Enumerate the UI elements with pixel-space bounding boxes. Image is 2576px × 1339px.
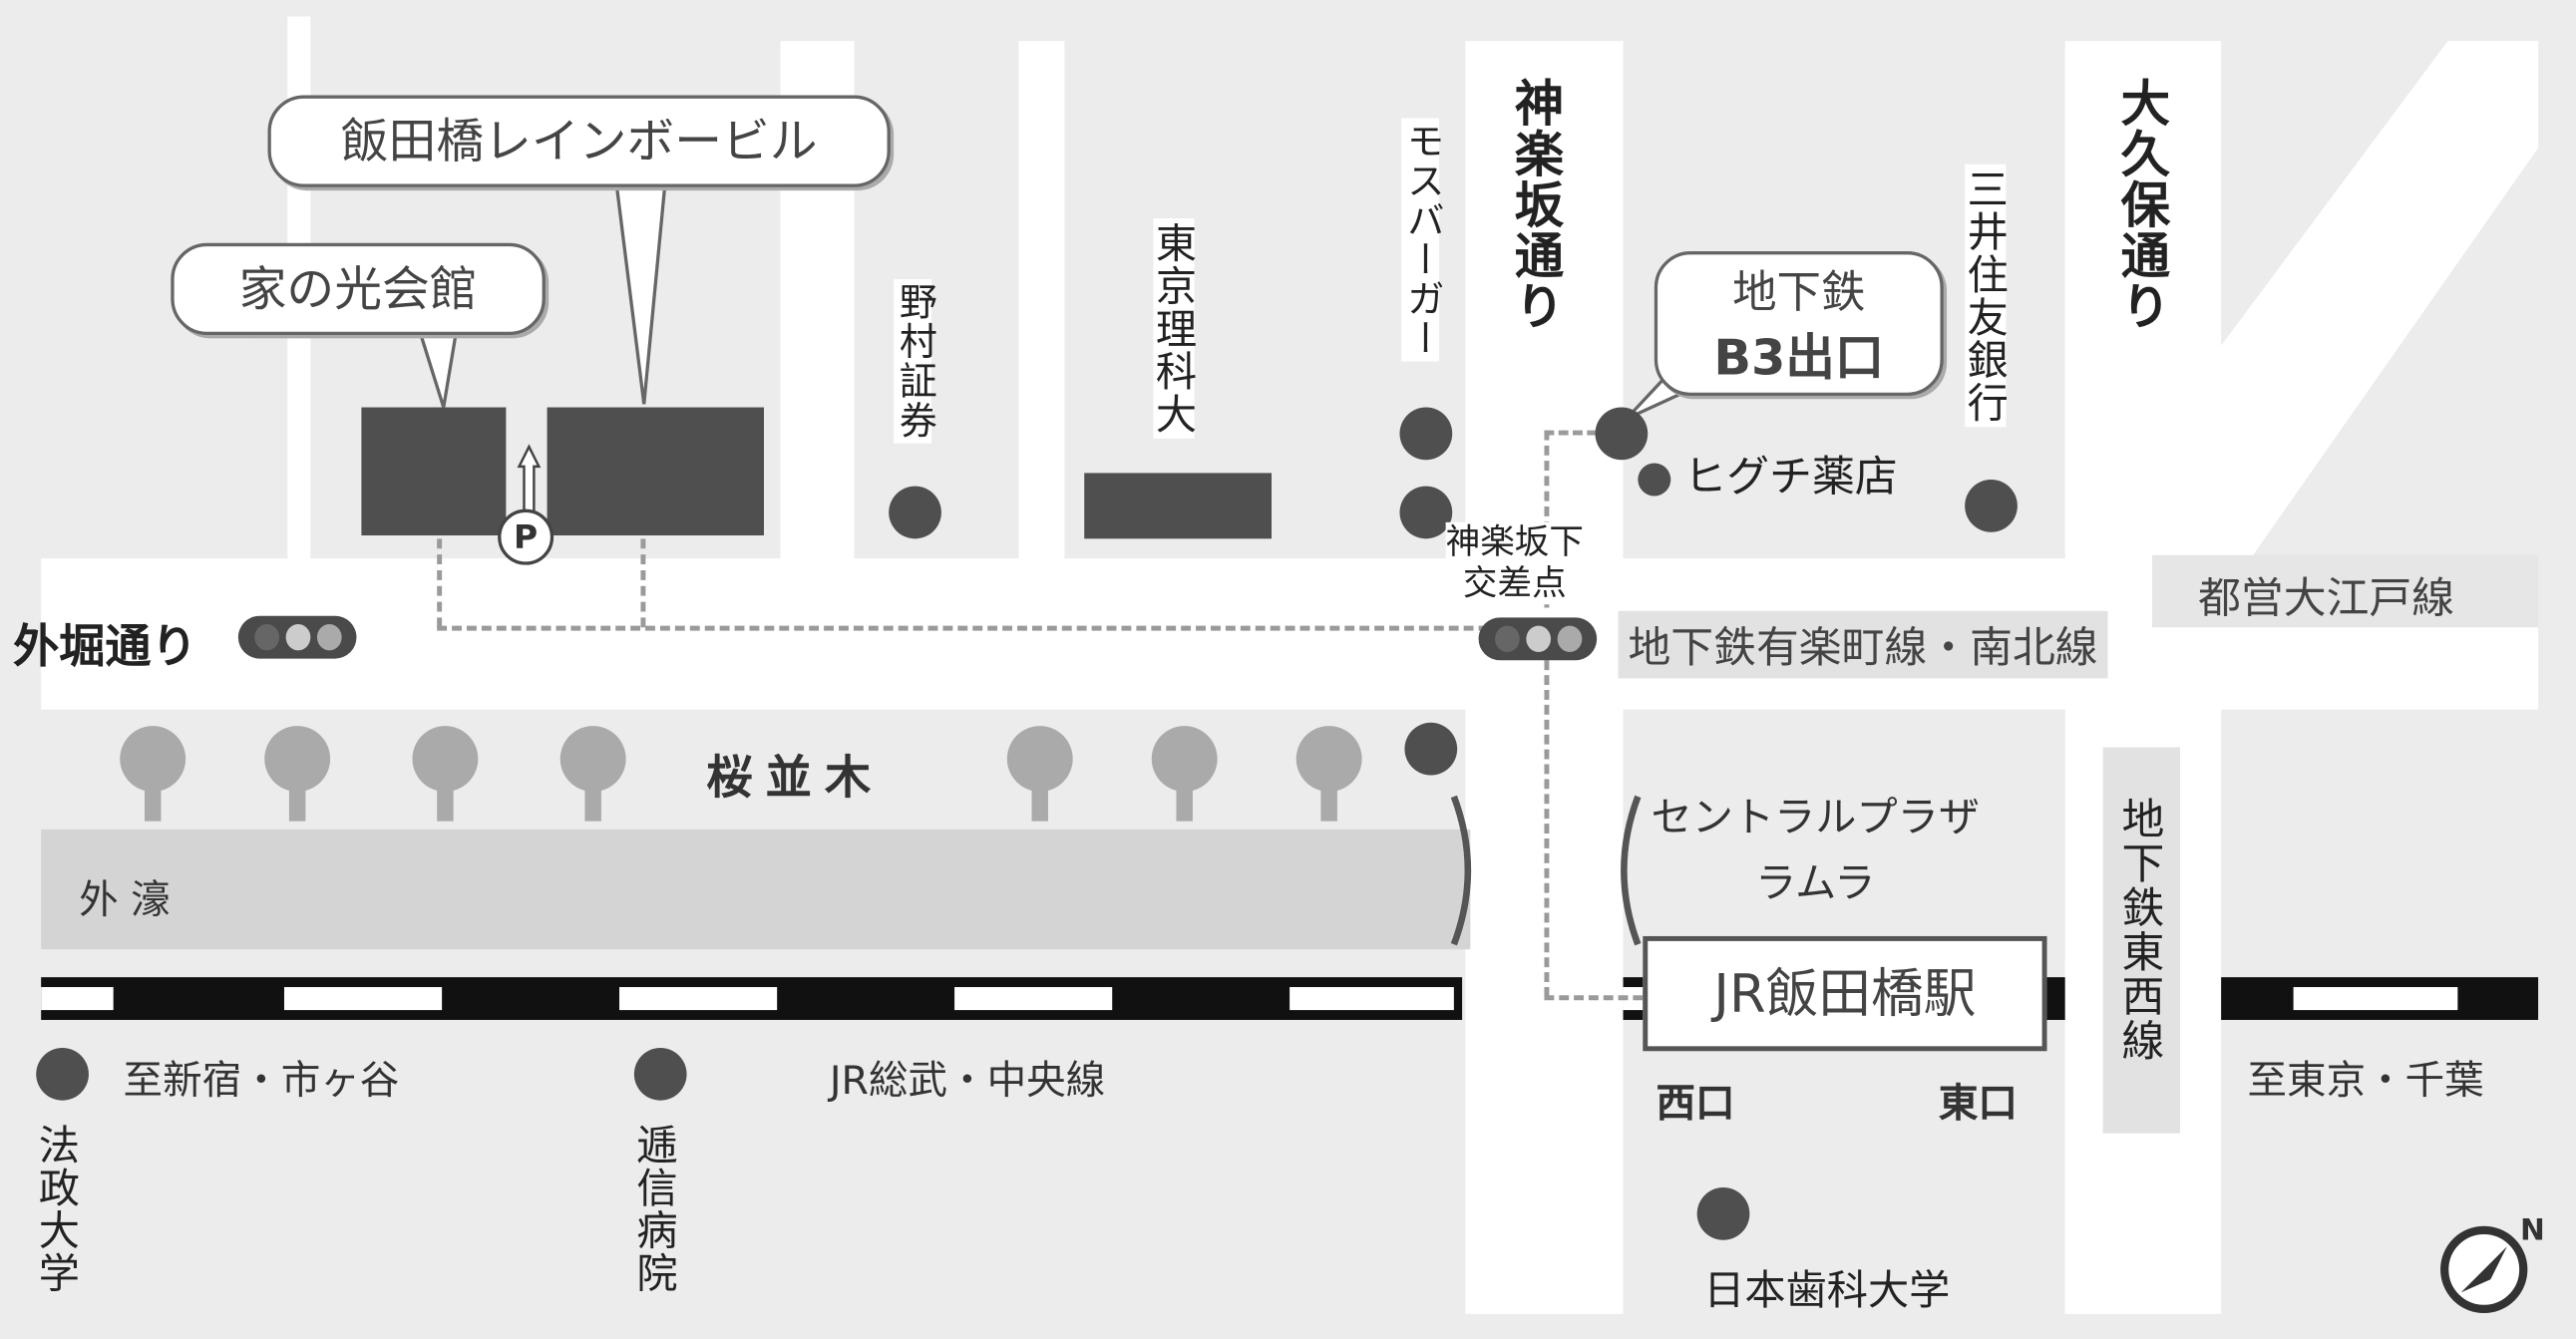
tree-icon <box>115 726 190 825</box>
cherry-tree-icon <box>555 726 631 825</box>
rainbow-building-callout: 飯田橋レインボービル <box>267 95 891 187</box>
exit-b3-callout: 地下鉄 B3出口 <box>1654 251 1944 396</box>
jr-line-label: JR総武・中央線 <box>829 1057 1106 1104</box>
intersection-line2: 交差点 <box>1462 563 1567 603</box>
tozai-line-band <box>2102 747 2180 1134</box>
higuchi-label: ヒグチ薬店 <box>1683 453 1898 503</box>
rainbow-building <box>547 407 764 536</box>
exit-b3-marker <box>1595 407 1649 461</box>
mos-burger-marker-2 <box>1399 486 1453 539</box>
central-plaza-line2: ラムラ <box>1755 858 1876 907</box>
jr-station-label: JR飯田橋駅 <box>1713 962 1977 1025</box>
walk-route <box>640 538 646 628</box>
smbc-marker <box>1965 480 2018 532</box>
parking-label: P <box>514 516 539 557</box>
to-tokyo-label: 至東京・千葉 <box>2247 1057 2484 1104</box>
smbc-label: 三井住友銀行 <box>1962 164 2010 428</box>
mos-burger-label: モスバーガー <box>1399 118 1442 362</box>
hosei-marker <box>36 1047 89 1101</box>
tree-icon <box>1147 726 1223 825</box>
sotobori-label: 外堀通り <box>13 619 197 674</box>
nomura-label: 野村証券 <box>892 279 934 444</box>
ienohikari-label: 家の光会館 <box>238 260 478 317</box>
oedo-line-label: 都営大江戸線 <box>2198 574 2455 624</box>
jr-railway <box>41 977 1463 1020</box>
higuchi-marker <box>1638 463 1671 497</box>
walk-route <box>1544 660 1550 997</box>
svg-text:N: N <box>2520 1212 2545 1247</box>
block-station <box>1623 709 2065 956</box>
moat <box>41 829 1471 950</box>
jr-station-box: JR飯田橋駅 <box>1643 935 2047 1052</box>
tree-icon <box>408 726 484 825</box>
tree-icon <box>259 726 335 825</box>
cherry-tree-icon <box>1002 726 1078 825</box>
moat-label: 外 濠 <box>79 876 171 923</box>
bridge-right-icon <box>1621 795 1642 946</box>
rainbow-building-label: 飯田橋レインボービル <box>340 113 818 169</box>
east-exit-label: 東口 <box>1938 1080 2018 1128</box>
walk-route <box>437 625 1489 631</box>
walk-route <box>1544 430 1550 608</box>
road-sotobori <box>41 558 2539 710</box>
central-plaza-label: セントラルプラザ ラムラ <box>1652 785 1980 916</box>
kagurazaka-street-label: 神楽坂通り <box>1505 74 1563 336</box>
walk-route <box>1544 430 1598 436</box>
parking-icon: P <box>498 508 554 565</box>
hosei-label: 法政大学 <box>32 1123 81 1295</box>
nippon-dental-marker <box>1696 1186 1750 1240</box>
bridge-left-icon <box>1450 795 1472 946</box>
traffic-signal-icon <box>237 615 357 659</box>
yurakucho-namboku-label: 地下鉄有楽町線・南北線 <box>1618 610 2108 679</box>
central-plaza-line1: セントラルプラザ <box>1651 793 1981 841</box>
to-shinjuku-label: 至新宿・市ヶ谷 <box>123 1057 400 1104</box>
tozai-line-label: 地下鉄東西線 <box>2114 796 2164 1063</box>
tree-icon <box>1291 726 1367 825</box>
intersection-label: 神楽坂下 交差点 <box>1445 521 1584 605</box>
intersection-line1: 神楽坂下 <box>1445 521 1584 562</box>
teishin-marker <box>633 1047 687 1101</box>
walk-route <box>1544 995 1644 1001</box>
walk-route <box>437 538 443 628</box>
traffic-signal-icon <box>1478 617 1598 661</box>
corner-marker <box>1404 722 1458 776</box>
road-rika <box>1018 41 1065 567</box>
nomura-marker <box>889 486 941 539</box>
okubo-street-label: 大久保通り <box>2111 74 2168 336</box>
tokyo-rika-building <box>1084 473 1273 539</box>
nippon-dental-label: 日本歯科大学 <box>1703 1266 1951 1314</box>
north-compass-icon: N <box>2440 1212 2545 1314</box>
oedo-line-band <box>2151 554 2539 628</box>
ienohikari-building <box>361 407 507 536</box>
tokyo-rika-label: 東京理科大 <box>1150 218 1198 439</box>
ienohikari-callout: 家の光会館 <box>171 242 546 336</box>
mos-burger-marker <box>1399 407 1453 461</box>
exit-b3-line1: 地下鉄 <box>1732 267 1866 319</box>
west-exit-label: 西口 <box>1656 1080 1735 1128</box>
exit-b3-line2: B3出口 <box>1713 330 1885 388</box>
sakura-label: 桜並木 <box>706 750 885 806</box>
jr-railway-east <box>2221 977 2539 1020</box>
teishin-label: 逓信病院 <box>630 1123 679 1295</box>
